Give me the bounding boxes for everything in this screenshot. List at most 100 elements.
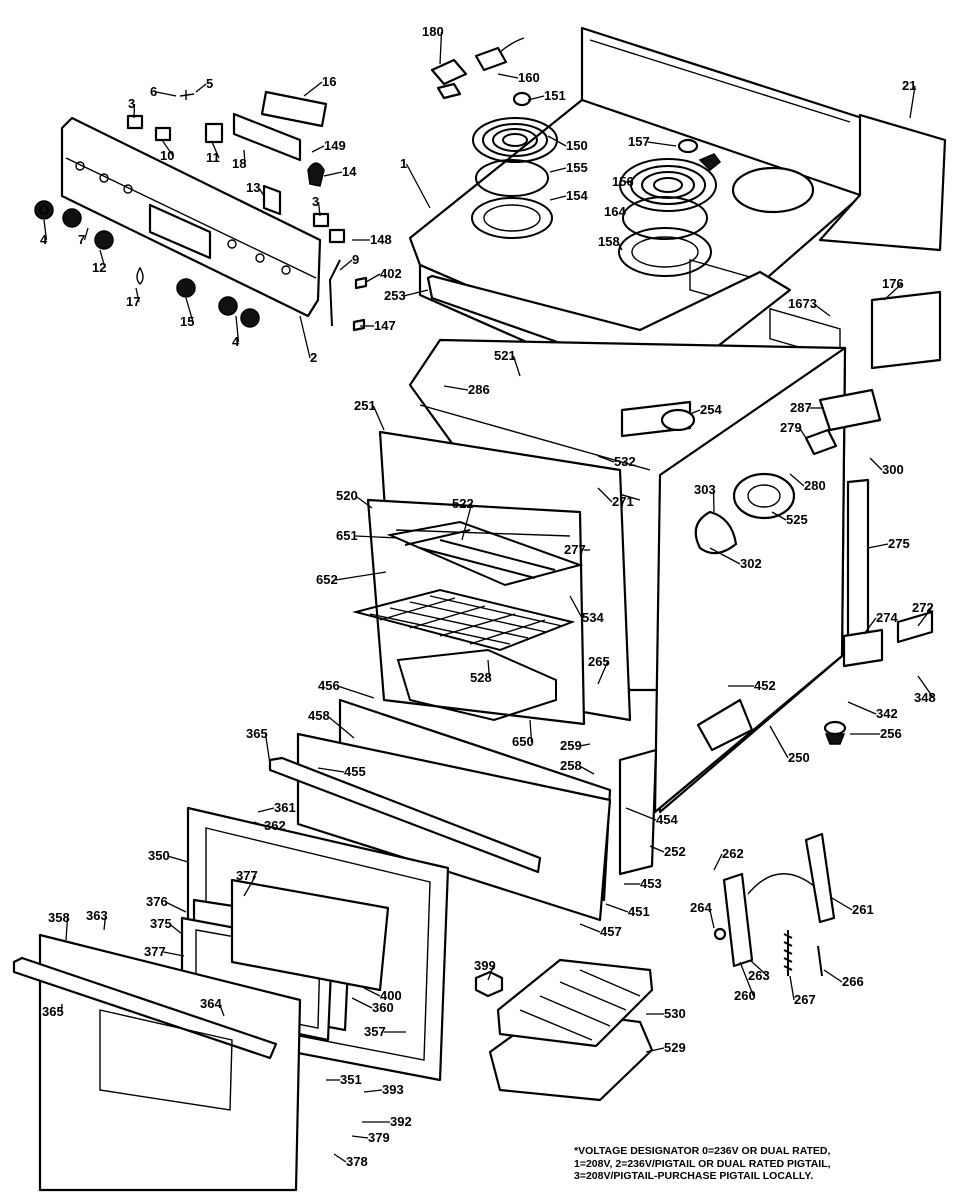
part-callout: 400 — [380, 988, 402, 1003]
part-callout: 377 — [144, 944, 166, 959]
leader-520 — [355, 495, 373, 509]
part-callout: 9 — [352, 252, 359, 267]
part-callout: 263 — [748, 968, 770, 983]
leader-271 — [597, 487, 613, 503]
part-callout: 14 — [342, 164, 357, 179]
part-callout: 399 — [474, 958, 496, 973]
leader-160 — [497, 73, 519, 79]
side-hardware — [804, 290, 942, 745]
part-callout: 277 — [564, 542, 586, 557]
broiler-pan — [474, 958, 654, 1102]
part-callout: 453 — [640, 876, 662, 891]
leader-252 — [649, 845, 665, 853]
leader-262 — [713, 853, 723, 871]
part-callout: 4 — [232, 334, 240, 349]
leader-12 — [99, 249, 106, 269]
part-callout: 252 — [664, 844, 686, 859]
part-callout: 6 — [150, 84, 157, 99]
leader-358 — [65, 917, 69, 941]
control-panel — [60, 116, 322, 318]
part-callout: 10 — [160, 148, 174, 163]
part-callout: 15 — [180, 314, 194, 329]
part-callout: 379 — [368, 1130, 390, 1145]
part-callout: 364 — [200, 996, 222, 1011]
part-callout: 358 — [48, 910, 70, 925]
part-callout: 5 — [206, 76, 213, 91]
leader-13 — [258, 187, 265, 197]
leader-272 — [917, 607, 933, 627]
part-callout: 157 — [628, 134, 650, 149]
part-callout: 264 — [690, 900, 712, 915]
leader-6 — [156, 91, 177, 97]
part-callout: 458 — [308, 708, 330, 723]
voltage-note-line-1: *VOLTAGE DESIGNATOR 0=236V OR DUAL RATED… — [574, 1145, 831, 1157]
part-callout: 342 — [876, 706, 898, 721]
leader-525 — [771, 511, 787, 521]
part-callout: 378 — [346, 1154, 368, 1169]
part-callout: 158 — [598, 234, 620, 249]
leader-250 — [769, 725, 789, 759]
leader-528 — [487, 659, 491, 679]
leader-164 — [622, 211, 625, 215]
leader-534 — [569, 595, 583, 619]
part-callout: 156 — [612, 174, 634, 189]
leader-265 — [597, 661, 609, 685]
part-callout: 376 — [146, 894, 168, 909]
part-callout: 253 — [384, 288, 406, 303]
part-callout: 3 — [312, 194, 319, 209]
leader-2 — [299, 315, 311, 359]
part-callout: 261 — [852, 902, 874, 917]
part-callout: 274 — [876, 610, 898, 625]
leader-378 — [333, 1153, 347, 1163]
leader-365b — [60, 1003, 63, 1013]
leader-251 — [372, 405, 385, 431]
leader-362 — [253, 821, 265, 827]
leader-176 — [883, 283, 902, 301]
part-callout: 303 — [694, 482, 716, 497]
leader-11 — [211, 141, 220, 159]
leader-17 — [135, 287, 140, 303]
leader-157 — [647, 141, 677, 147]
part-callout: 176 — [882, 276, 904, 291]
part-callout: 11 — [206, 150, 220, 165]
control-knobs — [34, 200, 260, 328]
leader-280 — [789, 473, 805, 487]
part-callout: 529 — [664, 1040, 686, 1055]
leader-21 — [909, 85, 916, 119]
leader-400 — [363, 987, 381, 997]
voltage-note-line-3: 3=208V/PIGTAIL-PURCHASE PIGTAIL LOCALLY. — [574, 1170, 814, 1182]
leader-1673 — [813, 303, 831, 317]
leader-14 — [323, 171, 343, 177]
leader-154 — [549, 195, 567, 201]
part-callout: 262 — [722, 846, 744, 861]
leader-451 — [605, 903, 629, 913]
part-callout: 259 — [560, 738, 582, 753]
part-callout: 271 — [612, 494, 634, 509]
part-callout: 275 — [888, 536, 910, 551]
part-callout: 350 — [148, 848, 170, 863]
leader-3a — [133, 103, 136, 119]
part-callout: 348 — [914, 690, 936, 705]
leader-375 — [169, 923, 183, 935]
bake-element — [396, 648, 557, 722]
leader-267 — [789, 975, 795, 1001]
part-callout: 21 — [902, 78, 916, 93]
leader-455 — [317, 767, 345, 773]
leader-302 — [709, 547, 741, 565]
leader-458 — [327, 715, 355, 739]
leader-393 — [363, 1089, 383, 1093]
part-callout: 530 — [664, 1006, 686, 1021]
part-callout: 7 — [78, 232, 85, 247]
leader-4a — [43, 219, 48, 241]
part-callout: 151 — [544, 88, 566, 103]
leader-300 — [869, 457, 883, 471]
leader-259 — [579, 743, 591, 747]
part-callout: 148 — [370, 232, 392, 247]
part-callout: 528 — [470, 670, 492, 685]
part-callout: 300 — [882, 462, 904, 477]
part-callout: 392 — [390, 1114, 412, 1129]
leader-3b — [317, 201, 321, 217]
leader-258 — [579, 765, 595, 775]
part-callout: 451 — [628, 904, 650, 919]
